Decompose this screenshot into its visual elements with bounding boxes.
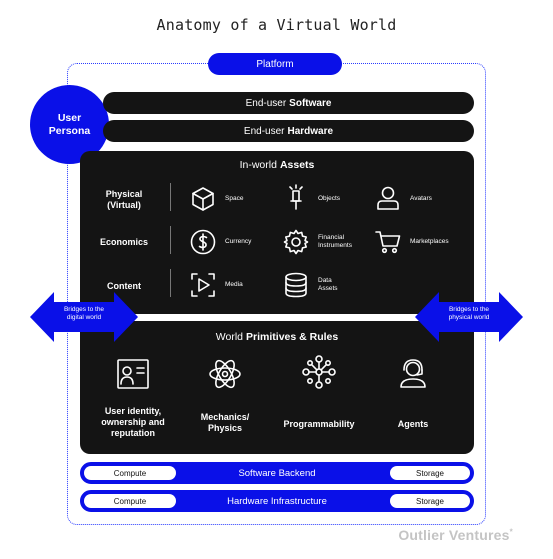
financial-instruments-label: Financial Instruments: [318, 234, 352, 250]
hardware-compute-pill: Compute: [84, 494, 176, 508]
play-frame-icon: [190, 272, 216, 298]
mechanics-physics-label: Mechanics/ Physics: [179, 412, 271, 434]
row-divider: [170, 183, 171, 211]
agents-label: Agents: [397, 419, 429, 429]
outlier-ventures-logo: Outlier Ventures*: [398, 527, 513, 543]
bridge-physical-arrow: Bridges to the physical world: [415, 292, 523, 342]
user-icon: [375, 185, 401, 211]
currency-label: Currency: [225, 238, 252, 245]
hardware-infrastructure-row: Compute Hardware Infrastructure Storage: [80, 490, 474, 512]
software-backend-row: Compute Software Backend Storage: [80, 462, 474, 484]
programmability-label: Programmability: [283, 419, 355, 429]
bridge-digital-label: Bridges to the digital world: [30, 306, 138, 322]
assets-title-prefix: In-world: [239, 159, 277, 171]
user-identity-label: User identity, ownership and reputation: [87, 406, 179, 439]
user-persona-circle: User Persona: [30, 85, 109, 164]
row-label-physical: Physical (Virtual): [80, 189, 168, 211]
cart-icon: [375, 229, 401, 255]
label-line: User identity,: [104, 406, 162, 416]
software-bold: Software: [289, 97, 332, 109]
data-assets-label: Data Assets: [318, 277, 338, 293]
diagram-title: Anatomy of a Virtual World: [156, 16, 397, 34]
persona-line-1: User: [57, 111, 82, 124]
hardware-infrastructure-label: Hardware Infrastructure: [227, 495, 327, 507]
objects-label: Objects: [318, 195, 341, 202]
row-divider: [170, 269, 171, 297]
label-line: Financial: [318, 234, 345, 241]
row-label-economics: Economics: [99, 237, 148, 247]
row-label-line: (Virtual): [107, 200, 141, 210]
label-line: digital world: [66, 314, 102, 321]
label-line: Data: [318, 277, 332, 284]
assets-title-bold: Assets: [279, 159, 315, 171]
atom-icon: [208, 357, 242, 391]
label-line: Physics: [207, 423, 243, 433]
software-prefix: End-user: [245, 97, 287, 109]
hardware-prefix: End-user: [243, 125, 285, 137]
hardware-bold: Hardware: [287, 125, 334, 137]
database-icon: [283, 272, 309, 298]
label-line: Assets: [318, 285, 338, 292]
primitives-title-bold: Primitives & Rules: [246, 331, 339, 343]
id-card-icon: [116, 357, 150, 391]
agent-icon: [396, 356, 430, 390]
brand-name: Outlier Ventures: [398, 527, 510, 543]
media-label: Media: [225, 281, 243, 288]
label-line: Mechanics/: [200, 412, 250, 422]
bridge-digital-arrow: Bridges to the digital world: [30, 292, 138, 342]
hardware-storage-pill: Storage: [390, 494, 470, 508]
software-storage-pill: Storage: [390, 466, 470, 480]
label-line: reputation: [111, 428, 155, 438]
cube-icon: [190, 186, 216, 212]
row-label-content: Content: [107, 281, 141, 291]
row-divider: [170, 226, 171, 254]
bridge-physical-label: Bridges to the physical world: [415, 306, 523, 322]
software-backend-label: Software Backend: [238, 467, 316, 479]
dollar-icon: [190, 229, 216, 255]
label-line: Bridges to the: [448, 306, 490, 313]
label-line: Instruments: [318, 242, 352, 249]
platform-label: Platform: [208, 53, 342, 75]
label-line: ownership and: [101, 417, 165, 427]
software-compute-pill: Compute: [84, 466, 176, 480]
label-line: physical world: [448, 314, 490, 321]
label-line: Bridges to the: [63, 306, 105, 313]
bridge-channel: [100, 314, 454, 322]
sword-icon: [283, 184, 309, 210]
brand-mark: *: [509, 527, 513, 537]
row-label-line: Physical: [105, 189, 143, 199]
marketplaces-label: Marketplaces: [410, 238, 449, 245]
primitives-title-prefix: World: [215, 331, 244, 343]
space-label: Space: [225, 195, 244, 202]
network-icon: [302, 355, 336, 389]
persona-line-2: Persona: [48, 124, 91, 137]
gear-icon: [283, 229, 309, 255]
avatars-label: Avatars: [410, 195, 432, 202]
